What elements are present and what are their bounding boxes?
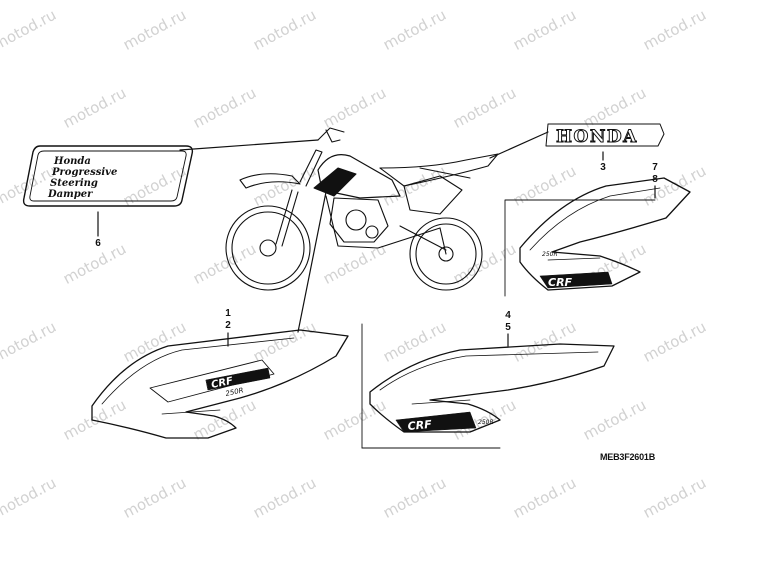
callout-7: 7 [652, 162, 658, 173]
emblem-text-group: Honda Progressive Steering Damper [47, 156, 117, 200]
emblem-plate [22, 145, 194, 207]
shroud-decal-7-8 [504, 177, 691, 297]
motorcycle-illustration [225, 127, 499, 291]
emblem-line-damper: Damper [47, 189, 93, 200]
shroud-7-8-sub: 250R [542, 251, 558, 258]
callout-2: 2 [225, 320, 231, 331]
shroud-7-8-model: CRF [548, 276, 573, 289]
shroud-decal-1-2 [91, 329, 349, 439]
honda-logo-text: HONDA [556, 127, 638, 147]
emblem-line-progressive: Progressive [51, 167, 117, 178]
leader-line-honda [489, 131, 549, 159]
callout-8: 8 [652, 174, 658, 185]
emblem-line-honda: Honda [53, 156, 91, 167]
leader-line-emblem [179, 139, 319, 151]
callout-5: 5 [505, 322, 511, 333]
shroud-1-2-sub: 250R [225, 386, 245, 398]
shroud-4-5-model: CRF [407, 418, 433, 433]
callout-1: 1 [225, 308, 231, 319]
emblem-line-steering: Steering [50, 178, 98, 189]
shroud-1-2-model: CRF [210, 376, 234, 391]
callout-3: 3 [600, 162, 606, 173]
shroud-decal-4-5 [361, 323, 615, 449]
callout-6: 6 [95, 238, 101, 249]
shroud-4-5-sub: 250R [478, 419, 494, 426]
callout-4: 4 [505, 310, 511, 321]
diagram-code: MEB3F2601B [600, 452, 656, 462]
honda-logo-plate [545, 123, 665, 147]
leader-line-shroud [297, 191, 327, 333]
